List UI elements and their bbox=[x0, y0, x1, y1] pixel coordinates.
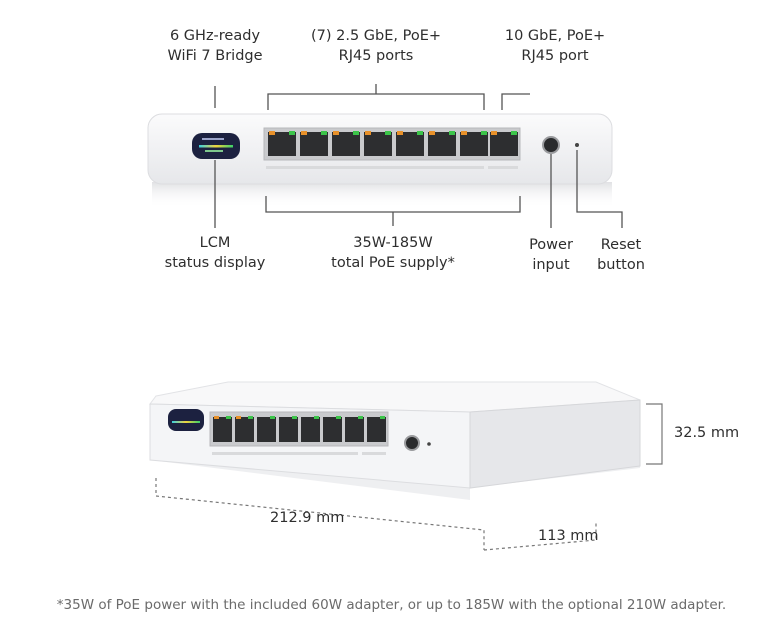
label-line: WiFi 7 Bridge bbox=[167, 48, 263, 64]
label-10gbe-port: 10 GbE, PoE+ RJ45 port bbox=[500, 26, 610, 66]
label-poe-supply: 35W-185W total PoE supply* bbox=[318, 233, 468, 273]
dimension-height: 32.5 mm bbox=[674, 425, 740, 441]
label-line: (7) 2.5 GbE, PoE+ bbox=[310, 28, 442, 44]
label-wifi-bridge: 6 GHz-ready WiFi 7 Bridge bbox=[155, 26, 275, 66]
label-line: Reset bbox=[600, 237, 642, 253]
label-line: button bbox=[597, 257, 645, 273]
label-line: status display bbox=[164, 255, 266, 271]
label-line: 10 GbE, PoE+ bbox=[504, 28, 606, 44]
label-line: input bbox=[532, 257, 570, 273]
dimension-width: 212.9 mm bbox=[270, 510, 345, 526]
dimension-depth: 113 mm bbox=[538, 528, 599, 544]
dimension-lines bbox=[155, 403, 663, 551]
label-lcm: LCM status display bbox=[160, 233, 270, 273]
lcm-display-icon bbox=[192, 133, 240, 159]
callout-lines-top bbox=[214, 84, 623, 228]
rj45-ports-front bbox=[268, 131, 518, 156]
lcm-display-icon-side bbox=[168, 409, 204, 431]
label-line: 35W-185W bbox=[353, 235, 433, 251]
rj45-ports-side bbox=[213, 417, 386, 442]
perspective-view-device bbox=[149, 381, 641, 500]
reset-button-icon bbox=[575, 143, 579, 147]
label-power-input: Power input bbox=[521, 235, 581, 275]
label-line: 6 GHz-ready bbox=[169, 28, 261, 44]
label-line: total PoE supply* bbox=[331, 255, 455, 271]
footnote: *35W of PoE power with the included 60W … bbox=[56, 597, 727, 613]
label-line: RJ45 ports bbox=[338, 48, 414, 64]
label-25gbe-ports: (7) 2.5 GbE, PoE+ RJ45 ports bbox=[296, 26, 456, 66]
label-line: LCM bbox=[199, 235, 231, 251]
label-reset-button: Reset button bbox=[588, 235, 654, 275]
label-line: Power bbox=[529, 237, 573, 253]
power-port-icon bbox=[542, 136, 560, 154]
front-view-device bbox=[147, 113, 613, 208]
label-line: RJ45 port bbox=[521, 48, 589, 64]
